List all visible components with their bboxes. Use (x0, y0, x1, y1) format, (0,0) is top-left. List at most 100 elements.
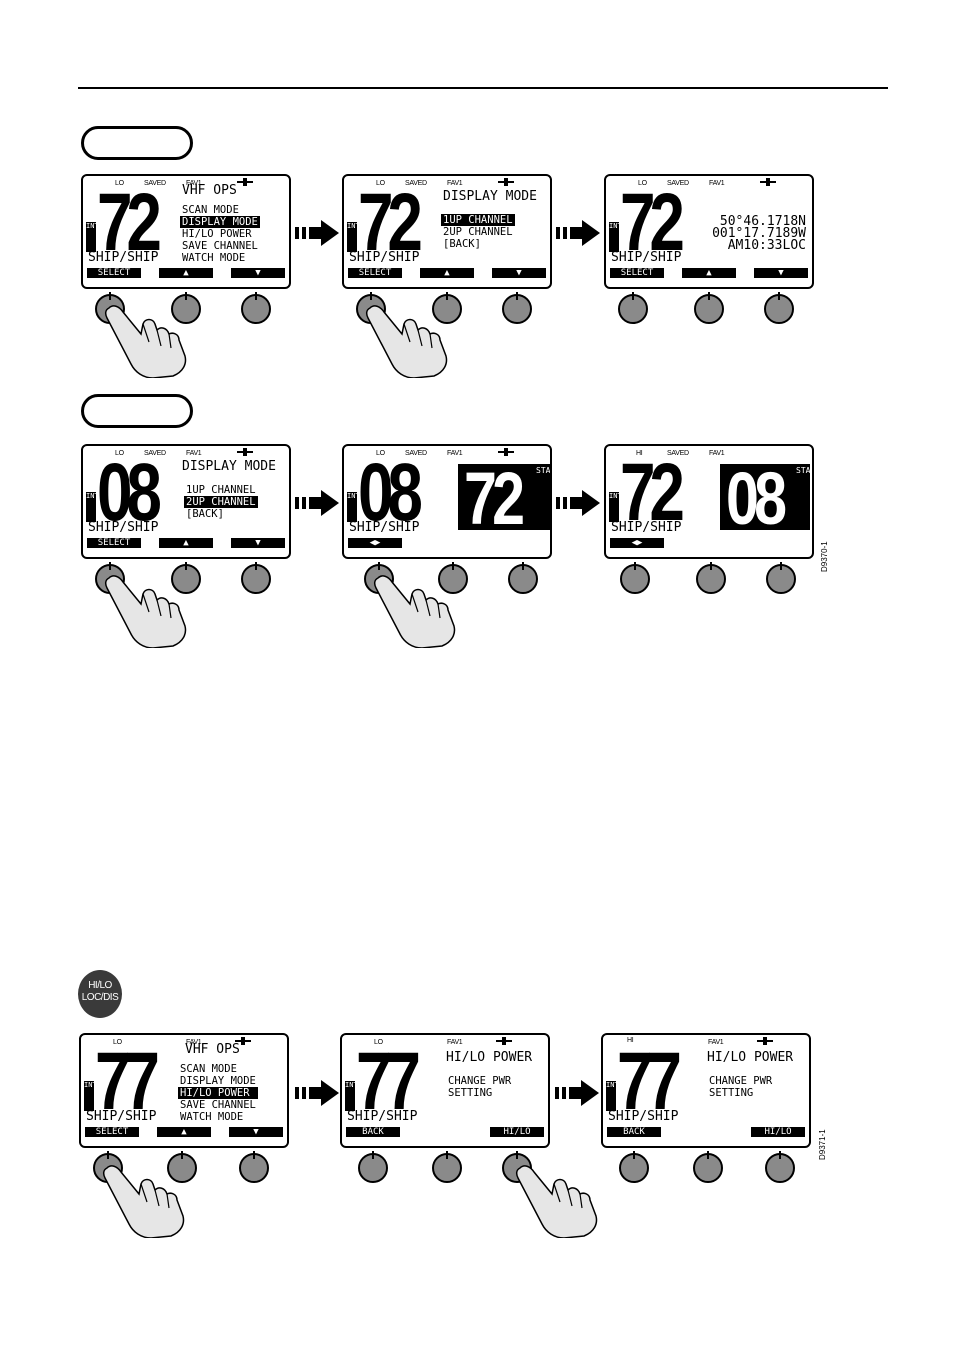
softkey-swap[interactable]: ◀▶ (610, 538, 664, 548)
softkey-bar: SELECT ▲ ▼ (610, 268, 808, 279)
arrow-right-icon (556, 220, 600, 246)
softkey-knob-2[interactable] (171, 292, 201, 324)
softkey-knob-2[interactable] (432, 292, 462, 324)
softkey-back[interactable]: BACK (346, 1127, 400, 1137)
channel-number: 72 (358, 177, 423, 268)
menu-item-selected[interactable]: 1UP CHANNEL (441, 214, 515, 226)
softkey-knob-2[interactable] (696, 562, 726, 594)
pointing-hand-icon (515, 1165, 598, 1238)
softkey-select[interactable]: SELECT (87, 538, 141, 548)
menu-item[interactable]: DISPLAY MODE (180, 1075, 256, 1087)
menu-item-selected[interactable]: HI/LO POWER (178, 1087, 258, 1099)
softkey-bar: BACK HI/LO (607, 1127, 805, 1138)
softkey-down[interactable]: ▼ (492, 268, 546, 278)
softkey-bar: SELECT ▲ ▼ (87, 538, 285, 549)
softkey-knob-1[interactable] (358, 1151, 388, 1183)
antenna-icon (498, 178, 514, 186)
lo-indicator: LO (376, 450, 385, 457)
softkey-knob-3[interactable] (508, 562, 538, 594)
softkey-knob-2[interactable] (171, 562, 201, 594)
mode-label: SHIP/SHIP (349, 250, 420, 265)
softkey-knob-3[interactable] (764, 292, 794, 324)
menu-title: HI/LO POWER (707, 1050, 794, 1065)
softkey-back[interactable]: BACK (607, 1127, 661, 1137)
standby-channel-number: 72 (464, 457, 525, 540)
arrow-right-icon (555, 1080, 599, 1106)
softkey-bar: SELECT ▲ ▼ (87, 268, 285, 279)
menu-item-selected[interactable]: DISPLAY MODE (180, 216, 260, 228)
softkey-select[interactable]: SELECT (85, 1127, 139, 1137)
softkey-select[interactable]: SELECT (610, 268, 664, 278)
int-label: INT (347, 222, 360, 252)
antenna-icon (496, 1037, 512, 1045)
menu-item[interactable]: WATCH MODE (180, 1111, 244, 1123)
softkey-hilo[interactable]: HI/LO (751, 1127, 805, 1137)
radio-unit-3-2: LO FAV1 INT 77 HI/LO POWER CHANGE PWR SE… (340, 1033, 552, 1213)
softkey-knob-2[interactable] (438, 562, 468, 594)
menu-item-selected[interactable]: 2UP CHANNEL (184, 496, 258, 508)
softkey-knob-3[interactable] (766, 562, 796, 594)
hilo-button-label: HI/LO (88, 980, 112, 991)
softkey-knob-3[interactable] (502, 292, 532, 324)
menu-item[interactable]: 1UP CHANNEL (186, 484, 256, 496)
standby-label: STANDBY (536, 466, 551, 475)
antenna-icon (757, 1037, 773, 1045)
antenna-icon (498, 448, 514, 456)
lcd-screen: LO SAVED FAV1 INT 08 DISPLAY MODE 1UP CH… (81, 444, 291, 559)
softkey-down[interactable]: ▼ (229, 1127, 283, 1137)
softkey-up[interactable]: ▲ (420, 268, 474, 278)
softkey-down[interactable]: ▼ (231, 268, 285, 278)
softkey-swap[interactable]: ◀▶ (348, 538, 402, 548)
radio-unit-1-3: LO SAVED FAV1 INT 72 50°46.1718N 001°17.… (604, 174, 816, 354)
softkey-knob-3[interactable] (241, 562, 271, 594)
int-label: INT (345, 1081, 358, 1111)
menu-item[interactable]: SCAN MODE (180, 1063, 237, 1075)
softkey-knob-1[interactable] (618, 292, 648, 324)
antenna-icon (760, 178, 776, 186)
radio-unit-2-1: LO SAVED FAV1 INT 08 DISPLAY MODE 1UP CH… (81, 444, 293, 624)
softkey-knob-2[interactable] (167, 1151, 197, 1183)
softkey-select[interactable]: SELECT (87, 268, 141, 278)
antenna-icon (237, 178, 253, 186)
mode-label: SHIP/SHIP (611, 520, 682, 535)
softkey-down[interactable]: ▼ (231, 538, 285, 548)
softkey-knob-3[interactable] (765, 1151, 795, 1183)
softkey-bar: SELECT ▲ ▼ (85, 1127, 283, 1138)
softkey-up[interactable]: ▲ (682, 268, 736, 278)
softkey-select[interactable]: SELECT (348, 268, 402, 278)
lo-indicator: LO (115, 450, 124, 457)
softkey-bar: BACK HI/LO (346, 1127, 544, 1138)
menu-item[interactable]: [BACK] (443, 238, 481, 250)
menu-item[interactable]: 2UP CHANNEL (443, 226, 513, 238)
radio-unit-1-1: LO SAVED FAV1 INT 72 VHF OPS SCAN MODE D… (81, 174, 293, 354)
int-label: INT (609, 492, 622, 522)
menu-item[interactable]: [BACK] (186, 508, 224, 520)
softkey-up[interactable]: ▲ (159, 538, 213, 548)
softkey-knob-2[interactable] (694, 292, 724, 324)
softkey-knob-1[interactable] (619, 1151, 649, 1183)
softkey-knob-3[interactable] (239, 1151, 269, 1183)
saved-indicator: SAVED (405, 180, 427, 187)
softkey-up[interactable]: ▲ (159, 268, 213, 278)
softkey-down[interactable]: ▼ (754, 268, 808, 278)
arrow-right-icon (295, 220, 339, 246)
info-line: CHANGE PWR (709, 1075, 773, 1087)
softkey-hilo[interactable]: HI/LO (490, 1127, 544, 1137)
softkey-knob-2[interactable] (432, 1151, 462, 1183)
softkey-bar: ◀▶ (610, 538, 808, 549)
menu-item[interactable]: WATCH MODE (182, 252, 246, 264)
channel-number: 72 (97, 177, 162, 268)
menu-title: DISPLAY MODE (182, 459, 276, 474)
mode-label: SHIP/SHIP (88, 520, 159, 535)
menu-item[interactable]: SAVE CHANNEL (180, 1099, 256, 1111)
fav-indicator: FAV1 (709, 180, 725, 187)
softkey-knob-2[interactable] (693, 1151, 723, 1183)
menu-item[interactable]: HI/LO POWER (182, 228, 252, 240)
softkey-knob-3[interactable] (241, 292, 271, 324)
lcd-screen: LO FAV1 INT 77 VHF OPS SCAN MODE DISPLAY… (79, 1033, 289, 1148)
softkey-knob-1[interactable] (620, 562, 650, 594)
menu-item[interactable]: SCAN MODE (182, 204, 239, 216)
softkey-up[interactable]: ▲ (157, 1127, 211, 1137)
menu-item[interactable]: SAVE CHANNEL (182, 240, 258, 252)
radio-unit-1-2: LO SAVED FAV1 INT 72 DISPLAY MODE 1UP CH… (342, 174, 554, 354)
